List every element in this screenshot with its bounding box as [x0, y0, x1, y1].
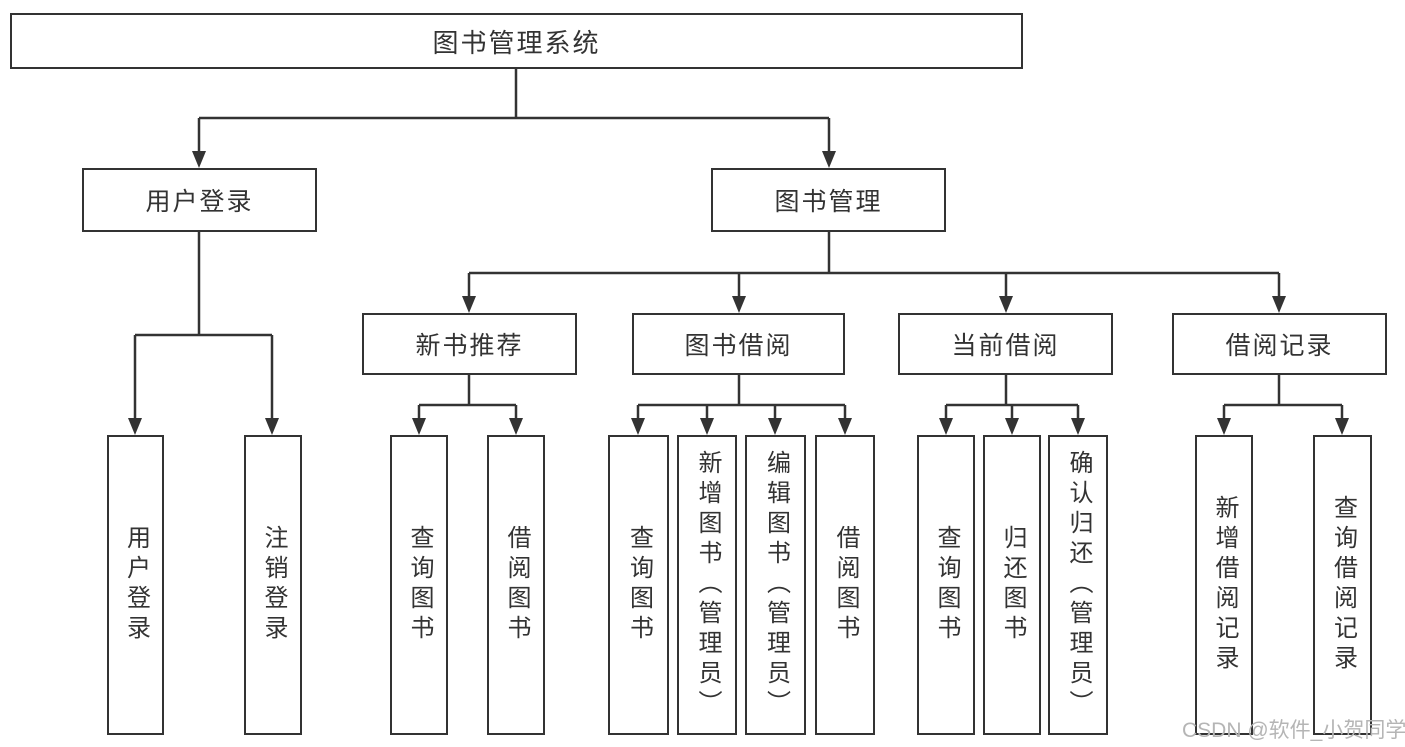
node-borrow-add-book-admin: 新增图书（管理员）	[677, 435, 737, 735]
node-current-confirm-return-admin: 确认归还（管理员）	[1048, 435, 1108, 735]
node-leaf-user-login: 用户登录	[107, 435, 164, 735]
node-book-borrowing: 图书借阅	[632, 313, 845, 375]
node-current-borrowing: 当前借阅	[898, 313, 1113, 375]
node-current-query-book: 查询图书	[917, 435, 975, 735]
node-borrow-query-book: 查询图书	[608, 435, 669, 735]
node-records-add-record: 新增借阅记录	[1195, 435, 1253, 735]
node-recommend-borrow-book: 借阅图书	[487, 435, 545, 735]
node-records-query-record: 查询借阅记录	[1313, 435, 1372, 735]
csdn-watermark: CSDN @软件_小贺同学	[1182, 719, 1405, 742]
node-leaf-logout: 注销登录	[244, 435, 302, 735]
node-borrow-borrow-book: 借阅图书	[815, 435, 875, 735]
node-borrowing-records: 借阅记录	[1172, 313, 1387, 375]
arrowheads	[128, 151, 1349, 435]
node-book-management: 图书管理	[711, 168, 946, 232]
node-borrow-edit-book-admin: 编辑图书（管理员）	[745, 435, 806, 735]
node-user-login: 用户登录	[82, 168, 317, 232]
node-new-book-recommend: 新书推荐	[362, 313, 577, 375]
node-current-return-book: 归还图书	[983, 435, 1041, 735]
node-library-system: 图书管理系统	[10, 13, 1023, 69]
node-recommend-query-book: 查询图书	[390, 435, 448, 735]
